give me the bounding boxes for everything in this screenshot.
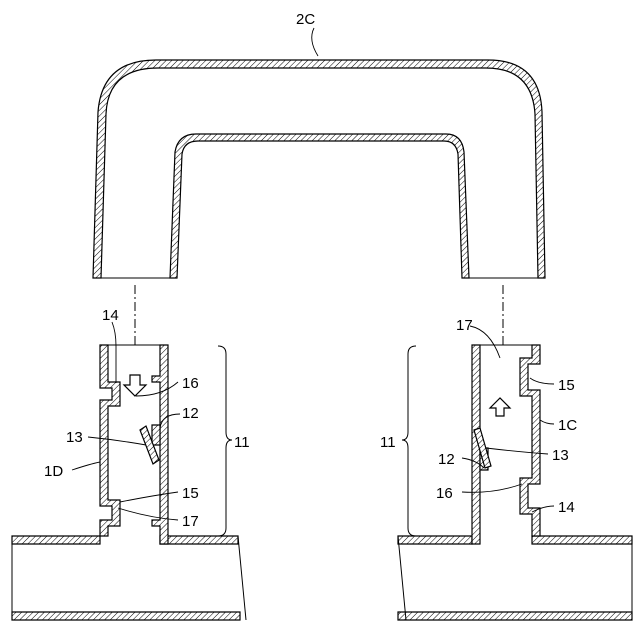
label-left-12: 12 [182, 405, 199, 422]
cover-2c [93, 60, 545, 278]
cover-wall [93, 60, 545, 278]
right-base-top-wall [398, 536, 472, 544]
label-right-13: 13 [552, 447, 569, 464]
right-flow-arrow-up-icon [490, 398, 510, 416]
label-left-13: 13 [66, 429, 83, 446]
label-right-14: 14 [558, 499, 575, 516]
left-flow-arrow-down-icon [124, 375, 146, 396]
leader-cover-2c [312, 28, 318, 56]
left-brace [218, 346, 232, 536]
label-right-17: 17 [456, 317, 473, 334]
label-left-16: 16 [182, 375, 199, 392]
cover-inner-wall [170, 134, 469, 278]
label-right-16: 16 [436, 485, 453, 502]
leader-right-16 [462, 484, 522, 492]
right-base-bottom-wall [398, 612, 632, 620]
leader-left-15 [120, 492, 178, 502]
leader-left-13 [88, 437, 146, 445]
left-base-top-wall [12, 536, 100, 544]
right-base-top-wall-right [532, 536, 632, 544]
left-base-end-right [238, 536, 246, 620]
label-left-14: 14 [102, 307, 119, 324]
left-assembly [12, 28, 318, 620]
label-left-17: 17 [182, 513, 199, 530]
label-left-15: 15 [182, 485, 199, 502]
leader-right-15 [530, 378, 554, 384]
leader-right-1c [540, 420, 554, 424]
label-right-1c: 1C [558, 417, 577, 434]
label-right-12: 12 [438, 451, 455, 468]
leader-left-17 [118, 508, 178, 520]
leader-left-14 [112, 322, 116, 383]
label-cover-2c: 2C [296, 11, 315, 28]
right-body-right-wall [520, 345, 540, 536]
label-right-15: 15 [558, 377, 575, 394]
left-valve-seat [152, 425, 160, 445]
label-left-11: 11 [234, 434, 250, 451]
label-right-11: 11 [380, 434, 396, 451]
left-base-top-wall-right [160, 536, 238, 544]
label-left-1d: 1D [44, 463, 63, 480]
right-base-end-left [398, 536, 406, 620]
left-base-bottom-wall [12, 612, 240, 620]
right-brace [402, 346, 416, 536]
leader-left-1d [72, 462, 100, 470]
right-assembly [398, 326, 632, 620]
